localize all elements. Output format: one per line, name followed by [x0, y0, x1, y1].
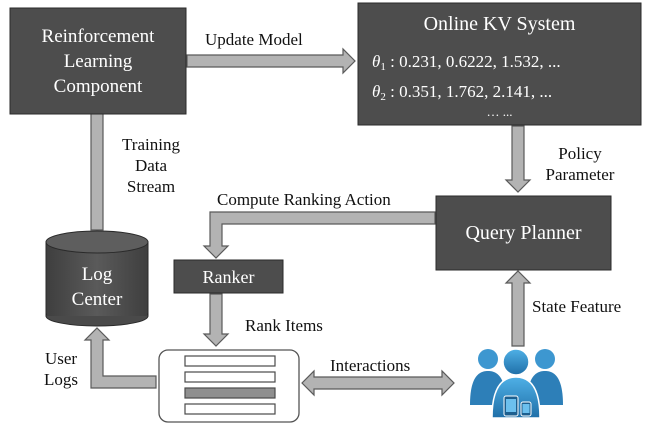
- rl-component-label: Reinforcement Learning Component: [10, 8, 186, 114]
- policy-line1: Policy: [558, 144, 602, 163]
- theta1-subscript: 1: [380, 61, 386, 73]
- theta2-values: : 0.351, 1.762, 2.141, ...: [390, 82, 553, 101]
- users-group-icon: [470, 348, 563, 419]
- log-center-line1: Log: [81, 264, 113, 285]
- theta1-symbol: θ: [372, 52, 381, 71]
- training-line1: Training: [122, 135, 180, 154]
- query-planner-label: Query Planner: [465, 222, 582, 244]
- policy-parameter-label: Policy Parameter: [530, 143, 630, 185]
- training-data-label: Training Data Stream: [110, 134, 192, 197]
- update-model-arrow: [186, 47, 356, 75]
- kv-theta2-row: θ2 : 0.351, 1.762, 2.141, ...: [372, 80, 552, 109]
- ranked-list-icon: [158, 349, 300, 423]
- update-model-label: Update Model: [205, 30, 303, 49]
- theta2-symbol: θ: [372, 82, 381, 101]
- theta2-subscript: 2: [380, 91, 386, 103]
- query-planner-box: [435, 195, 612, 271]
- kv-system-title: Online KV System: [423, 13, 576, 35]
- kv-theta1-row: θ1 : 0.231, 0.6222, 1.532, ...: [372, 50, 561, 79]
- rl-component-line3: Component: [53, 75, 143, 97]
- training-line3: Stream: [126, 177, 176, 196]
- ranker-label: Ranker: [202, 266, 255, 287]
- theta1-values: : 0.231, 0.6222, 1.532, ...: [390, 52, 561, 71]
- rl-component-line2: Learning: [63, 50, 133, 72]
- rl-component-line1: Reinforcement: [41, 25, 155, 47]
- rl-component-box: [9, 7, 187, 115]
- user-line1: User: [44, 349, 78, 368]
- log-center-cylinder: [45, 230, 149, 327]
- kv-system-box: [357, 2, 642, 126]
- training-line2: Data: [134, 156, 168, 175]
- user-line2: Logs: [44, 370, 78, 389]
- state-feature-arrow: [504, 270, 532, 347]
- compute-ranking-label: Compute Ranking Action: [217, 190, 391, 209]
- user-logs-arrow: [83, 327, 157, 389]
- ranker-box: [173, 259, 284, 294]
- user-logs-label: User Logs: [38, 348, 84, 390]
- rank-items-arrow: [202, 293, 230, 347]
- kv-ellipsis: … ...: [486, 104, 513, 119]
- rank-items-label: Rank Items: [245, 316, 323, 335]
- log-center-line2: Center: [71, 289, 123, 310]
- interactions-arrow: [301, 369, 455, 397]
- interactions-label: Interactions: [330, 356, 411, 375]
- state-feature-label: State Feature: [532, 297, 622, 316]
- policy-line2: Parameter: [545, 165, 615, 184]
- compute-ranking-arrow: [202, 211, 436, 259]
- policy-parameter-arrow: [504, 125, 532, 193]
- log-center-label: Log Center: [46, 256, 148, 318]
